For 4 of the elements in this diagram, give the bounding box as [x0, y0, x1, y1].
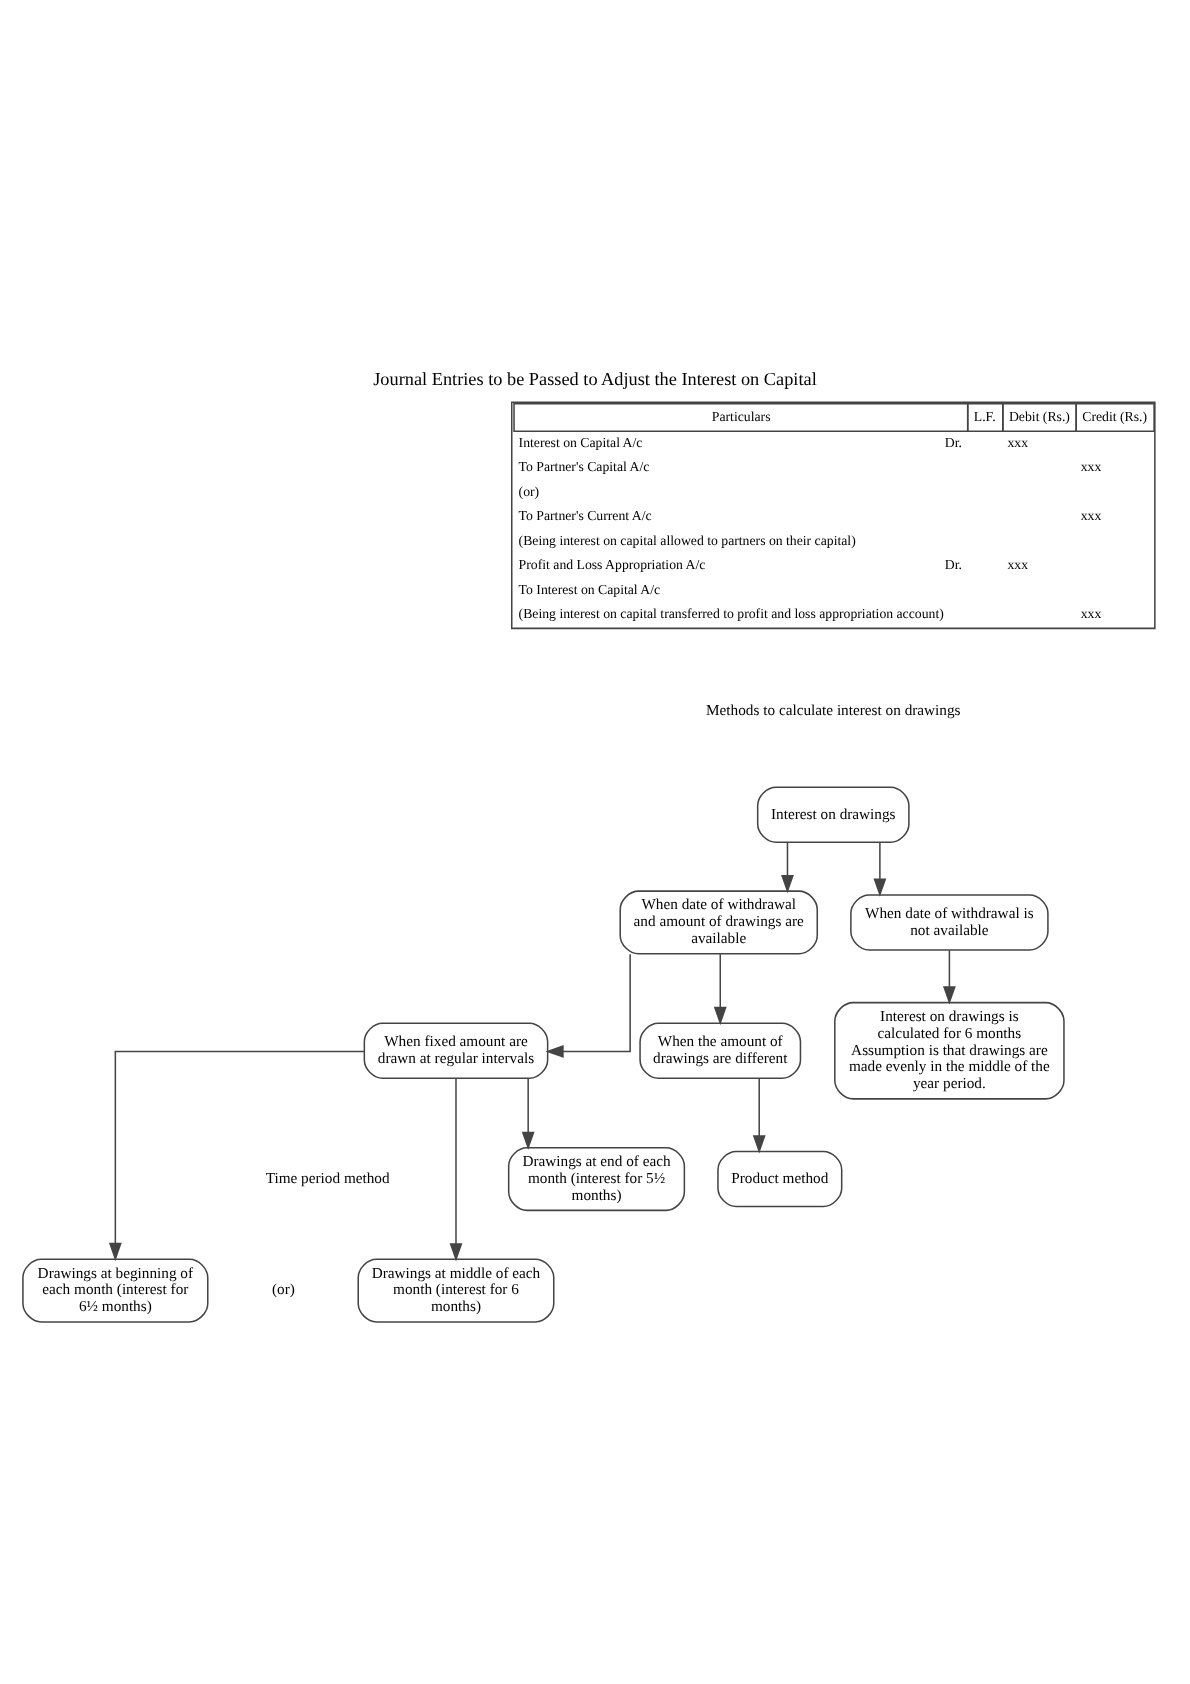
- label: Methods to calculate interest on drawings: [706, 699, 961, 718]
- label: Time period method: [265, 1167, 390, 1186]
- diagram-title: Journal Entries to be Passed to Adjust the Interest on Capital: [373, 367, 817, 388]
- label: (or): [271, 1279, 295, 1298]
